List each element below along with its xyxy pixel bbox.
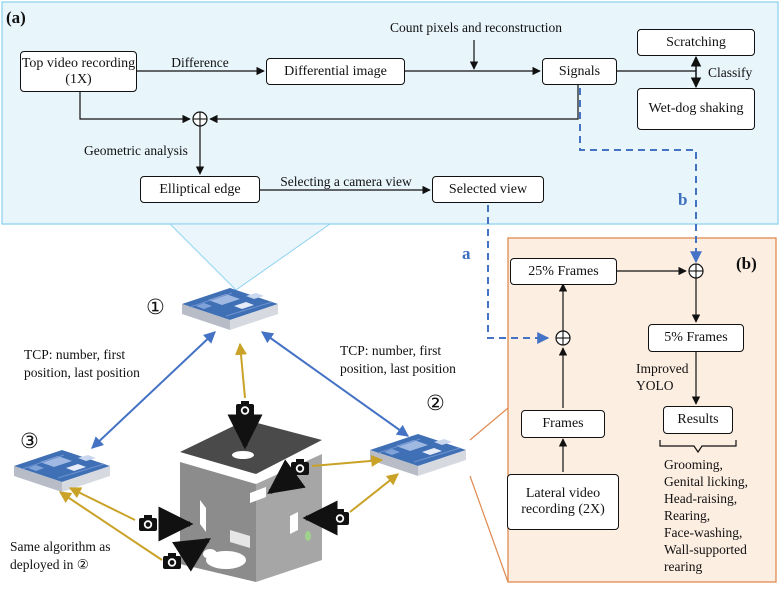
behavior-item: Head-raising, [664, 491, 738, 506]
camera-icon-left-lower [163, 553, 181, 569]
selecting-view-label: Selecting a camera view [280, 174, 412, 189]
differential-image-box: Differential image [266, 58, 405, 85]
results-box: Results [663, 406, 733, 434]
top-video-box: Top video recording (1X) [20, 51, 137, 92]
behavior-item: Grooming, [664, 457, 723, 472]
camera-icon-right-lower [331, 509, 349, 525]
panel-a-label: (a) [6, 8, 26, 27]
count-pixels-label: Count pixels and reconstruction [389, 20, 563, 35]
node-1-label: ① [146, 295, 165, 319]
signals-box: Signals [542, 58, 617, 85]
tcp-left-label: TCP: number, first position, last positi… [24, 347, 140, 380]
camera-icon-top [236, 401, 254, 417]
selected-view-box: Selected view [432, 176, 544, 203]
frames-5-box: 5% Frames [648, 324, 744, 352]
behavior-item: Wall-supported [664, 542, 747, 557]
behavior-box-icon [180, 420, 322, 582]
panel-b-label: (b) [736, 254, 757, 273]
board-icon-3 [13, 449, 111, 493]
behavior-item: Rearing, [664, 508, 711, 523]
connector-b-label: b [678, 190, 688, 209]
connector-a-label: a [462, 244, 471, 263]
tcp-right-label: TCP: number, first position, last positi… [340, 343, 456, 376]
wet-dog-box: Wet-dog shaking [637, 88, 755, 130]
board-icon-1 [181, 287, 279, 331]
behavior-list: Grooming, Genital licking, Head-raising,… [664, 456, 748, 575]
node-3-label: ③ [20, 429, 39, 453]
improved-yolo-label: Improved YOLO [636, 361, 689, 393]
scratching-box: Scratching [637, 29, 755, 56]
results-brace [659, 440, 737, 454]
node-2-label: ② [426, 391, 445, 415]
behavior-item: Face-washing, [664, 525, 743, 540]
lateral-video-box: Lateral video recording (2X) [507, 474, 619, 530]
classify-label: Classify [708, 65, 753, 80]
frames-box: Frames [521, 410, 605, 438]
difference-label: Difference [171, 55, 229, 70]
behavior-item: rearing [664, 559, 703, 574]
camera-icon-left-upper [139, 515, 157, 531]
frames-25-box: 25% Frames [510, 258, 617, 285]
board-icon-2 [369, 433, 467, 477]
same-algorithm-label: Same algorithm as deployed in ② [10, 539, 111, 572]
behavior-item: Genital licking, [664, 474, 748, 489]
geometric-analysis-label: Geometric analysis [84, 143, 188, 158]
elliptical-edge-box: Elliptical edge [140, 176, 260, 203]
panel-a-pointer [168, 223, 332, 291]
